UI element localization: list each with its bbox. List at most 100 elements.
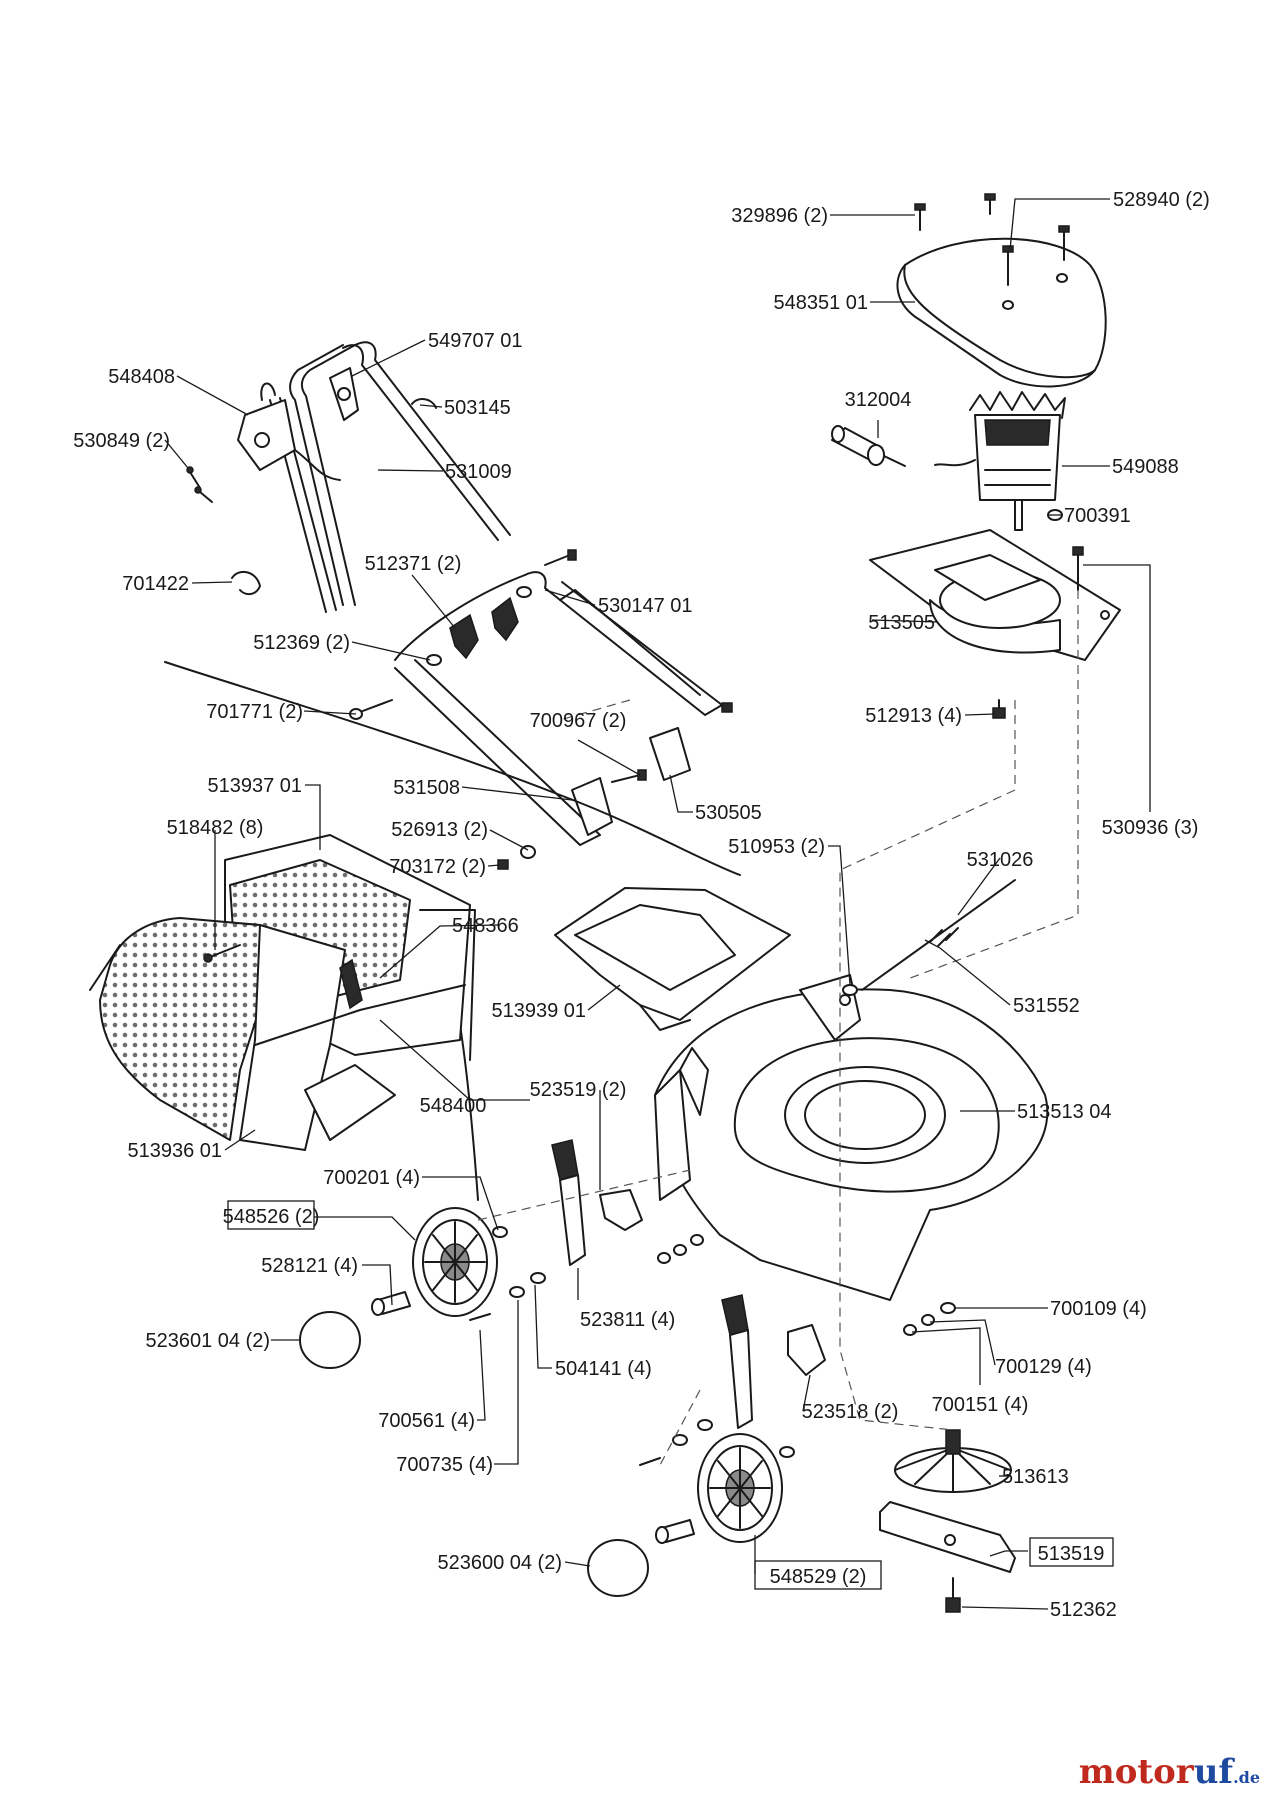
blade-513519 [879,1501,1016,1573]
label-512913: 512913 (4) [865,705,962,727]
blade-bolt-512362 [945,1577,961,1613]
rear-flap [554,887,791,1031]
watermark-tld: .de [1233,1768,1260,1787]
label-530147: 530147 01 [598,595,693,617]
washers-512369 [426,586,532,666]
label-523518: 523518 (2) [802,1401,899,1423]
label-700735: 700735 (4) [396,1454,493,1476]
label-513513: 513513 04 [1017,1101,1112,1123]
bag-screw-518482 [203,944,241,963]
label-503145: 503145 [444,397,511,419]
label-548526: 548526 (2) [223,1206,320,1228]
label-701771: 701771 (2) [206,701,303,723]
label-512371: 512371 (2) [365,553,462,575]
label-531552: 531552 [1013,995,1080,1017]
bowden-cable [164,661,741,876]
label-700151: 700151 (4) [932,1394,1029,1416]
label-504141: 504141 (4) [555,1358,652,1380]
label-548366: 548366 [452,915,519,937]
label-531026: 531026 [967,849,1034,871]
bolt-701771 [349,699,393,720]
label-531009: 531009 [445,461,512,483]
label-700967: 700967 (2) [530,710,627,732]
label-510953: 510953 (2) [728,836,825,858]
grass-bag [89,917,396,1151]
label-box-548526 [227,1200,315,1230]
label-700129: 700129 (4) [995,1356,1092,1378]
part-labels: 329896 (2) 528940 (2) 548351 01 312004 5… [73,189,1210,1621]
watermark-brand-blue: uf [1193,1752,1234,1792]
height-adjuster-523519 [551,1139,643,1266]
wheel-washers [469,1226,795,1466]
handle-bracket-530505 [649,727,691,781]
nut-526913-703172 [497,702,733,870]
plate-screw-530936 [1072,546,1084,591]
bag-rod-548366 [254,958,466,1046]
front-wheel-548529 [697,1433,783,1543]
label-531508: 531508 [393,777,460,799]
handle-clip-549707 [329,367,359,421]
screws-530849 [186,466,213,503]
wheel-bolt-528121 [371,1291,411,1316]
label-549707: 549707 01 [428,330,523,352]
label-548400: 548400 [420,1095,487,1117]
label-512362: 512362 [1050,1599,1117,1621]
label-312004: 312004 [845,389,912,411]
knob-512371 [449,596,519,660]
fan-513613 [894,1429,1012,1493]
label-549088: 549088 [1112,456,1179,478]
label-523519: 523519 (2) [530,1079,627,1101]
label-548408: 548408 [108,366,175,388]
label-513937: 513937 01 [207,775,302,797]
label-box-513519 [1029,1537,1114,1567]
label-513936: 513936 01 [127,1140,222,1162]
label-513939: 513939 01 [491,1000,586,1022]
leader-lines [164,198,1151,1610]
label-523600: 523600 04 (2) [437,1552,562,1574]
label-513613: 513613 [1002,1466,1069,1488]
label-530936: 530936 (3) [1102,817,1199,839]
handle-bracket-531508 [571,777,613,836]
label-703172: 703172 (2) [389,856,486,878]
label-530505: 530505 [695,802,762,824]
label-701422: 701422 [122,573,189,595]
label-523601: 523601 04 (2) [145,1330,270,1352]
label-700109: 700109 (4) [1050,1298,1147,1320]
capacitor [831,425,906,467]
label-530849: 530849 (2) [73,430,170,452]
deck-screw-510953 [842,984,858,996]
label-box-548529 [754,1560,882,1590]
label-528121: 528121 (4) [261,1255,358,1277]
label-700561: 700561 (4) [378,1410,475,1432]
axle-rod-531026 [861,879,1016,991]
mower-deck [654,974,1049,1301]
wheel-bolt-lower [655,1519,695,1544]
hub-cap-523600 [587,1539,649,1597]
assembly-guide-lines [477,590,1079,1466]
label-700201: 700201 (4) [323,1167,420,1189]
label-548351: 548351 01 [773,292,868,314]
label-512369: 512369 (2) [253,632,350,654]
label-513519: 513519 [1038,1543,1105,1565]
cover-screws [914,193,1070,286]
switch-box [237,382,341,481]
motor-cover [896,237,1107,388]
bolt-700967 [544,549,647,783]
label-523811: 523811 (4) [580,1309,675,1331]
rear-wheel-548526 [412,1207,498,1317]
axle-washers [657,1234,704,1264]
motoruf-watermark: motoruf.de [1079,1752,1260,1792]
label-518482: 518482 (8) [167,817,264,839]
label-329896: 329896 (2) [731,205,828,227]
motor [934,391,1066,531]
motor-mounting-plate [869,529,1121,661]
label-513505: 513505 [868,612,935,634]
label-548529: 548529 (2) [770,1566,867,1588]
height-adjuster-523518 [721,1294,826,1429]
cable-clip-701422 [231,570,261,596]
plate-bolt-512913 [992,699,1006,719]
hub-cap-523601 [299,1311,361,1369]
label-526913: 526913 (2) [391,819,488,841]
watermark-brand-red: motor [1078,1752,1194,1792]
